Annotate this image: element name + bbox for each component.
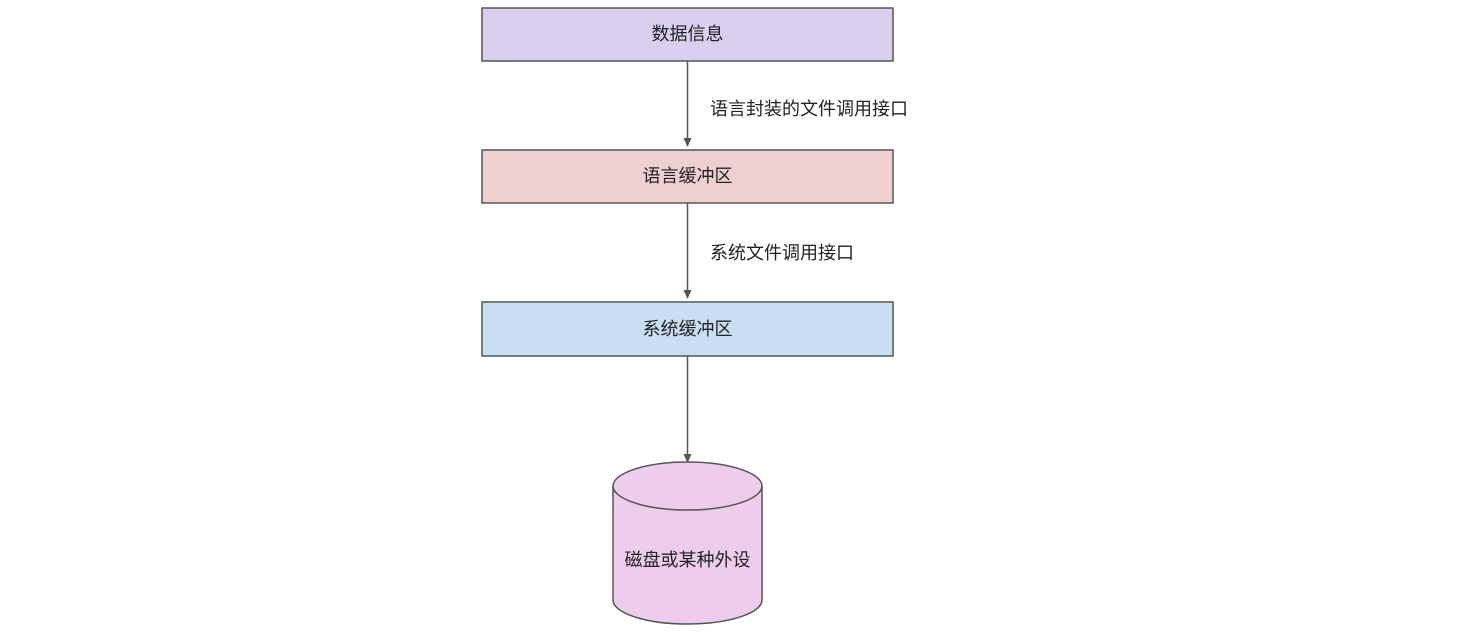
node-lang-buffer-label: 语言缓冲区 xyxy=(643,166,733,187)
node-disk-top xyxy=(612,461,763,511)
node-lang-buffer-box xyxy=(481,149,894,204)
node-sys-buffer-box xyxy=(481,301,894,357)
node-data-info-box xyxy=(481,7,894,62)
node-data-info: 数据信息 xyxy=(481,7,894,62)
node-sys-buffer: 系统缓冲区 xyxy=(481,301,894,357)
node-sys-buffer-label: 系统缓冲区 xyxy=(643,319,733,340)
node-disk-label: 磁盘或某种外设 xyxy=(625,550,751,571)
edge-data-to-lang: 语言封装的文件调用接口 xyxy=(683,61,908,147)
edge-data-to-lang-label: 语言封装的文件调用接口 xyxy=(710,99,908,120)
node-data-info-label: 数据信息 xyxy=(652,24,724,45)
node-disk-body xyxy=(612,486,763,625)
edge-lang-to-sys: 系统文件调用接口 xyxy=(683,203,854,299)
node-disk: 磁盘或某种外设 xyxy=(612,461,763,625)
edge-lang-to-sys-label: 系统文件调用接口 xyxy=(710,243,854,264)
node-lang-buffer: 语言缓冲区 xyxy=(481,149,894,204)
